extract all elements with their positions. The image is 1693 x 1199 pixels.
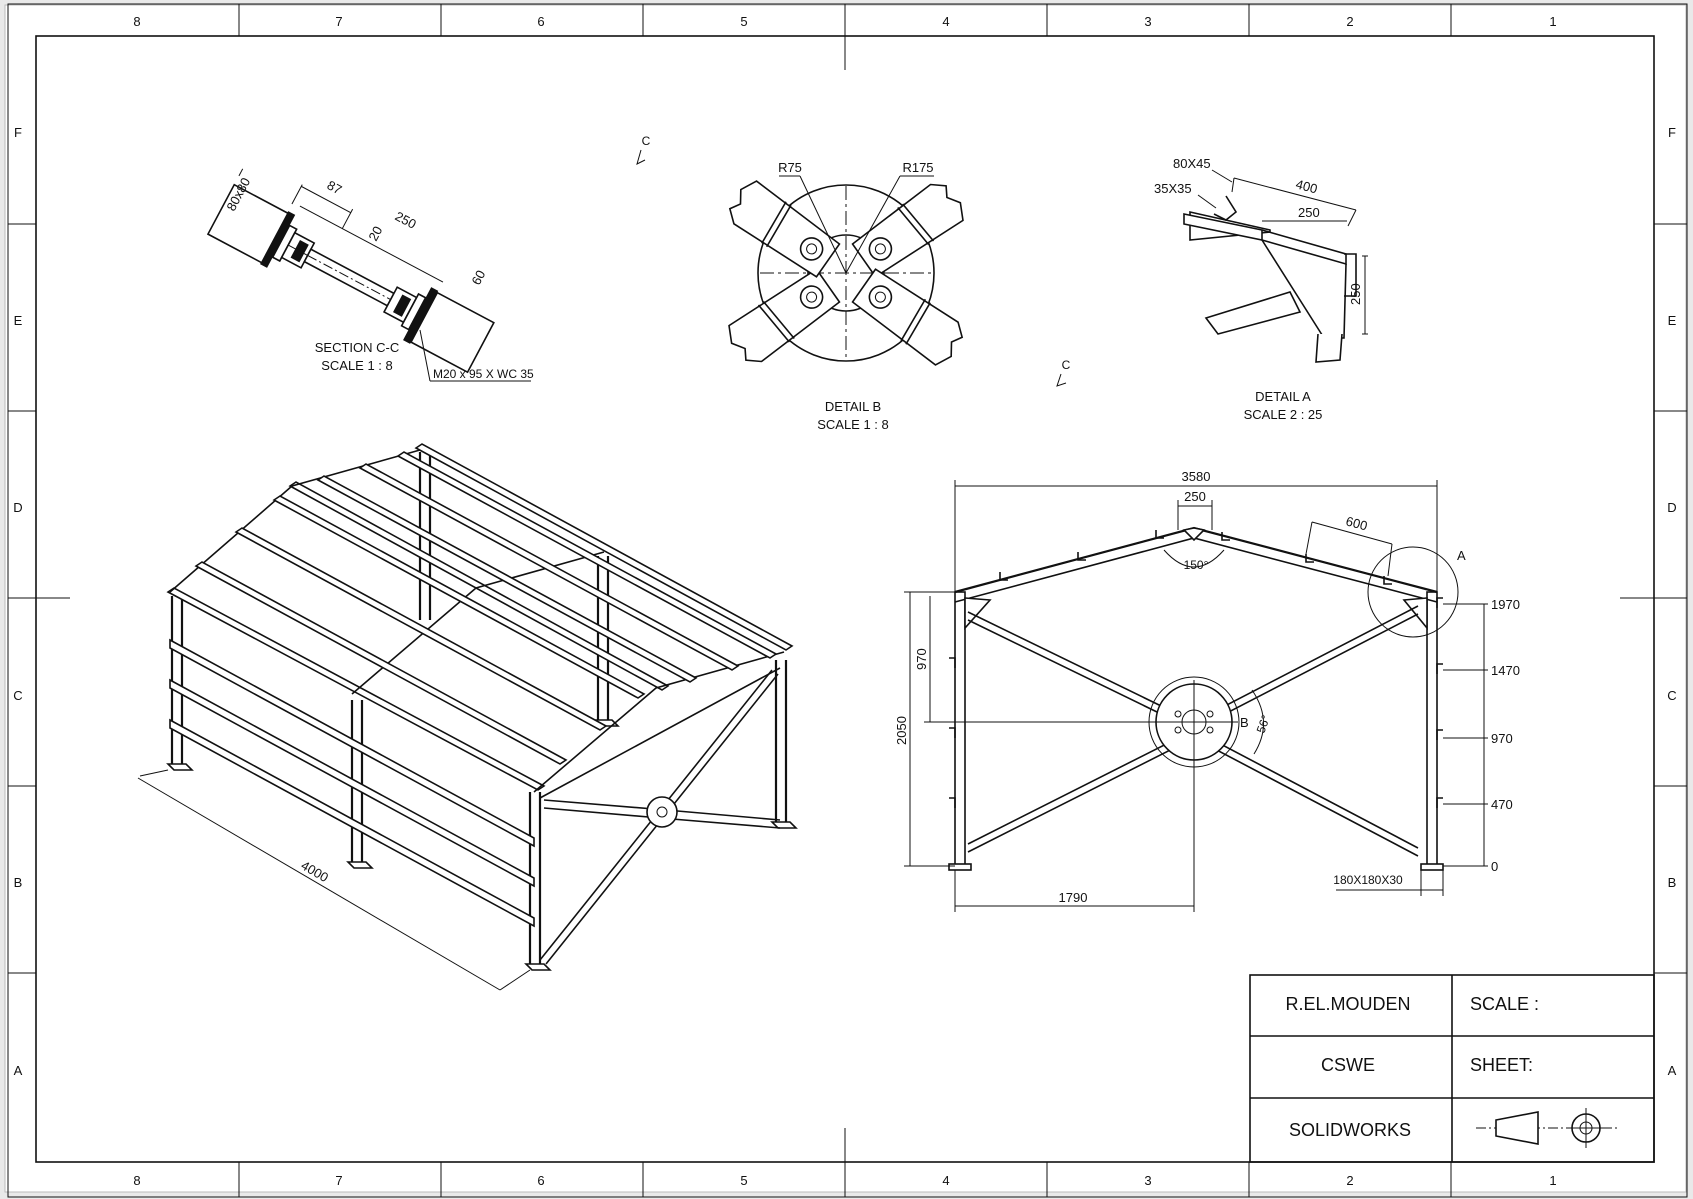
detail-a-title: DETAIL A <box>1255 389 1311 404</box>
section-marker-bottom: C <box>1062 358 1071 372</box>
detail-b-title: DETAIL B <box>825 399 881 414</box>
zone-labels-left: F E D C B A <box>13 125 22 1078</box>
zone-row-b-right: B <box>1668 875 1677 890</box>
detail-a-scale: SCALE 2 : 25 <box>1244 407 1323 422</box>
zone-row-c: C <box>13 688 22 703</box>
zone-labels-bottom: 8 7 6 5 4 3 2 1 <box>133 1173 1556 1188</box>
zone-ticks <box>8 4 1687 1197</box>
section-dim-20: 20 <box>365 224 385 244</box>
detail-b-view: R75 R175 DETAIL B SCALE 1 : 8 <box>728 160 964 432</box>
front-dim-height-upper: 970 <box>914 648 929 670</box>
zone-col-1: 1 <box>1549 14 1556 29</box>
front-dim-height: 2050 <box>894 716 909 745</box>
zone-col-8-bottom: 8 <box>133 1173 140 1188</box>
front-level-1470: 1470 <box>1491 663 1520 678</box>
section-arrow-top <box>636 149 646 165</box>
front-base-plate: 180X180X30 <box>1333 873 1403 887</box>
zone-row-b: B <box>14 875 23 890</box>
front-dim-width: 3580 <box>1182 469 1211 484</box>
zone-col-5-bottom: 5 <box>740 1173 747 1188</box>
front-level-470: 470 <box>1491 797 1513 812</box>
title-author: R.EL.MOUDEN <box>1285 994 1410 1014</box>
zone-col-6-bottom: 6 <box>537 1173 544 1188</box>
zone-row-a: A <box>14 1063 23 1078</box>
isometric-view: 4000 <box>137 443 798 991</box>
detail-b-r75: R75 <box>778 160 802 175</box>
detail-a-purlin: 80X45 <box>1173 156 1211 171</box>
zone-col-3: 3 <box>1144 14 1151 29</box>
zone-row-c-right: C <box>1667 688 1676 703</box>
front-view: A B 3580 250 600 150° 56° 2050 970 1790 <box>894 469 1520 912</box>
zone-row-d-right: D <box>1667 500 1676 515</box>
front-dim-half-width: 1790 <box>1059 890 1088 905</box>
section-c-c-view: 80x80 87 250 20 60 M20 x 95 X WC 35 SECT… <box>206 134 1071 387</box>
zone-col-5: 5 <box>740 14 747 29</box>
front-callout-b: B <box>1240 715 1249 730</box>
front-dim-apex: 250 <box>1184 489 1206 504</box>
title-scale-label: SCALE : <box>1470 994 1539 1014</box>
front-level-970: 970 <box>1491 731 1513 746</box>
detail-a-dim-250: 250 <box>1298 205 1320 220</box>
zone-col-1-bottom: 1 <box>1549 1173 1556 1188</box>
front-level-0: 0 <box>1491 859 1498 874</box>
title-block: R.EL.MOUDEN CSWE SOLIDWORKS SCALE : SHEE… <box>1249 974 1655 1163</box>
section-arrow-bottom <box>1056 373 1067 387</box>
section-title: SECTION C-C <box>315 340 400 355</box>
zone-row-f-right: F <box>1668 125 1676 140</box>
zone-labels-top: 8 7 6 5 4 3 2 1 <box>133 14 1556 29</box>
zone-col-7-bottom: 7 <box>335 1173 342 1188</box>
front-angle-apex: 150° <box>1184 558 1209 572</box>
front-callout-a: A <box>1457 548 1466 563</box>
detail-a-dim-250-vertical: 250 <box>1348 283 1363 305</box>
front-angle-brace: 56° <box>1254 713 1273 735</box>
projection-symbol <box>1476 1108 1620 1148</box>
detail-a-dim-400: 400 <box>1294 176 1319 196</box>
zone-col-2-bottom: 2 <box>1346 1173 1353 1188</box>
zone-row-a-right: A <box>1668 1063 1677 1078</box>
detail-b-scale: SCALE 1 : 8 <box>817 417 889 432</box>
zone-labels-right: F E D C B A <box>1667 125 1676 1078</box>
section-scale: SCALE 1 : 8 <box>321 358 393 373</box>
zone-col-8: 8 <box>133 14 140 29</box>
section-dim-60: 60 <box>468 268 488 288</box>
zone-col-7: 7 <box>335 14 342 29</box>
outer-frame <box>7 3 1688 1198</box>
detail-a-view: 80X45 35X35 400 250 250 DETAIL A SCALE 2… <box>1154 156 1368 422</box>
zone-col-3-bottom: 3 <box>1144 1173 1151 1188</box>
zone-row-e: E <box>14 313 23 328</box>
title-org: CSWE <box>1321 1055 1375 1075</box>
zone-row-d: D <box>13 500 22 515</box>
zone-col-2: 2 <box>1346 14 1353 29</box>
sheet-paper <box>4 4 1687 1193</box>
detail-a-angle: 35X35 <box>1154 181 1192 196</box>
zone-row-e-right: E <box>1668 313 1677 328</box>
detail-b-r175: R175 <box>902 160 933 175</box>
section-marker-top: C <box>642 134 651 148</box>
front-dim-spacing: 600 <box>1344 513 1369 533</box>
zone-row-f: F <box>14 125 22 140</box>
title-sheet-label: SHEET: <box>1470 1055 1533 1075</box>
zone-col-6: 6 <box>537 14 544 29</box>
title-software: SOLIDWORKS <box>1289 1120 1411 1140</box>
section-bolt-spec: M20 x 95 X WC 35 <box>433 367 534 381</box>
zone-col-4-bottom: 4 <box>942 1173 949 1188</box>
zone-col-4: 4 <box>942 14 949 29</box>
section-dim-87: 87 <box>325 177 345 197</box>
front-level-1970: 1970 <box>1491 597 1520 612</box>
